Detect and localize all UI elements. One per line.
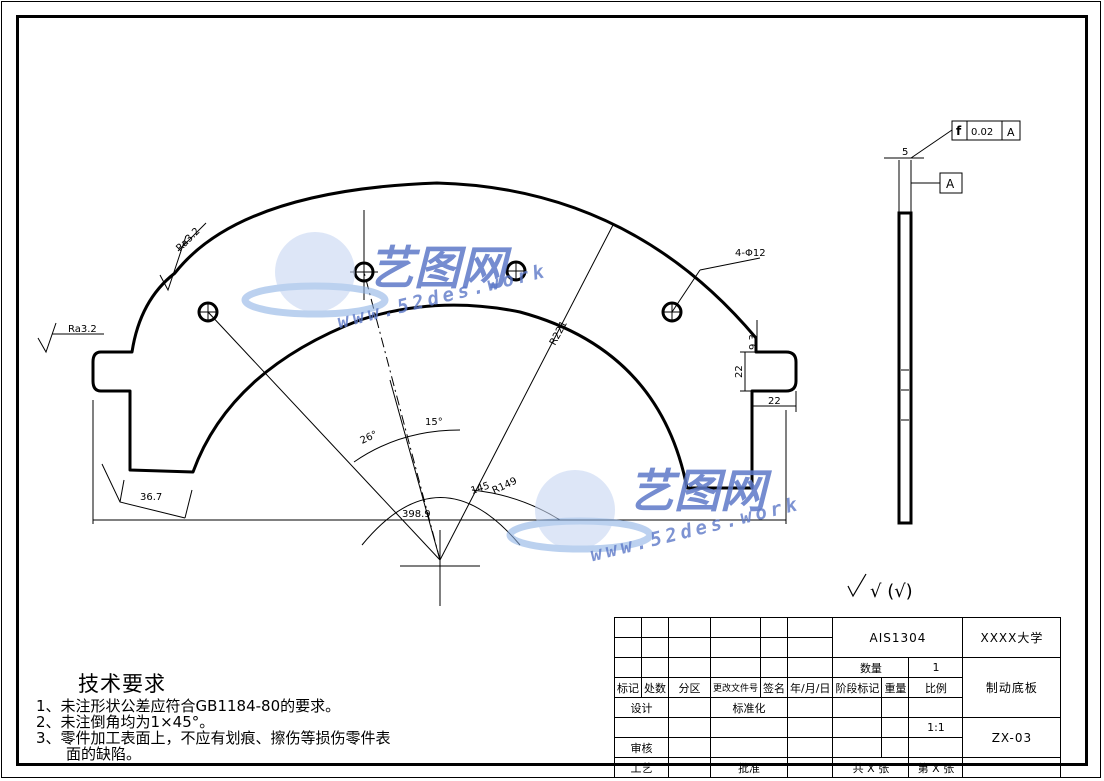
dim-22-horiz: 22 <box>768 396 781 407</box>
flatness-datum: A <box>1007 126 1015 139</box>
sheet-number: 第 X 张 <box>908 757 964 778</box>
school-name: XXXX大学 <box>962 617 1062 658</box>
finish-symbol <box>847 573 867 598</box>
part-name: 制动底板 <box>962 657 1062 718</box>
flatness-symbol: f <box>956 124 962 138</box>
sheet-total: 共 X 张 <box>832 757 910 778</box>
col-count: 处数 <box>641 677 669 698</box>
process-label: 工艺 <box>614 757 669 778</box>
dim-93: 9.3 <box>748 334 759 350</box>
tech-title: 技术要求 <box>78 672 166 696</box>
technical-requirements: 技术要求 1、未注形状公差应符合GB1184-80的要求。 2、未注倒角均为1×… <box>36 668 506 762</box>
finish-note: √ (√) <box>870 581 913 602</box>
scale-value: 1:1 <box>908 717 964 738</box>
watermark-globe <box>241 232 654 553</box>
tech-line-4: 面的缺陷。 <box>66 745 142 763</box>
angle-26: 26° <box>359 429 380 446</box>
side-view <box>884 129 953 525</box>
quantity-value: 1 <box>908 657 964 678</box>
dim-5: 5 <box>902 147 908 158</box>
weight-label: 重量 <box>881 677 910 698</box>
roughness-label-mid: Ra3.2 <box>68 324 97 335</box>
hole-centerlines <box>200 210 680 320</box>
review-label: 审核 <box>614 737 669 758</box>
angle-15: 15° <box>425 417 443 428</box>
standardize-label: 标准化 <box>709 697 789 718</box>
stage-mark: 阶段标记 <box>832 677 883 698</box>
datum-label: A <box>946 177 955 191</box>
hole-3 <box>505 260 527 282</box>
col-date: 年/月/日 <box>787 677 834 698</box>
dim-398: 398.9 <box>402 509 431 520</box>
tech-line-2: 2、未注倒角均为1×45°。 <box>36 713 215 731</box>
part-outline <box>91 181 798 490</box>
hole-1 <box>197 301 219 323</box>
col-change-doc: 更改文件号 <box>709 677 762 698</box>
drawing-frame <box>16 15 1088 766</box>
construction-lines <box>37 222 797 606</box>
dim-145: 145 <box>470 480 492 496</box>
approve-label: 批准 <box>709 757 789 778</box>
material: AIS1304 <box>832 617 964 658</box>
hole-note: 4-Φ12 <box>735 248 766 259</box>
col-sign: 签名 <box>760 677 789 698</box>
col-mark: 标记 <box>614 677 642 698</box>
quantity-label: 数量 <box>832 657 910 678</box>
tech-line-3: 3、零件加工表面上，不应有划痕、擦伤等损伤零件表 <box>36 729 391 747</box>
drawing-number: ZX-03 <box>962 717 1062 758</box>
col-zone: 分区 <box>668 677 711 698</box>
tech-line-1: 1、未注形状公差应符合GB1184-80的要求。 <box>36 697 341 715</box>
scale-label: 比例 <box>908 677 964 698</box>
dim-r149: R149 <box>491 476 519 497</box>
dim-22-vert: 22 <box>734 365 745 378</box>
design-label: 设计 <box>614 697 669 718</box>
flatness-frame <box>939 120 1021 194</box>
hole-4 <box>661 301 683 323</box>
dim-367: 36.7 <box>140 492 162 503</box>
flatness-value: 0.02 <box>971 127 993 138</box>
title-block: AIS1304 XXXX大学 数量 1 制动底板 标记 处数 分区 更改文件号 … <box>614 617 1062 778</box>
